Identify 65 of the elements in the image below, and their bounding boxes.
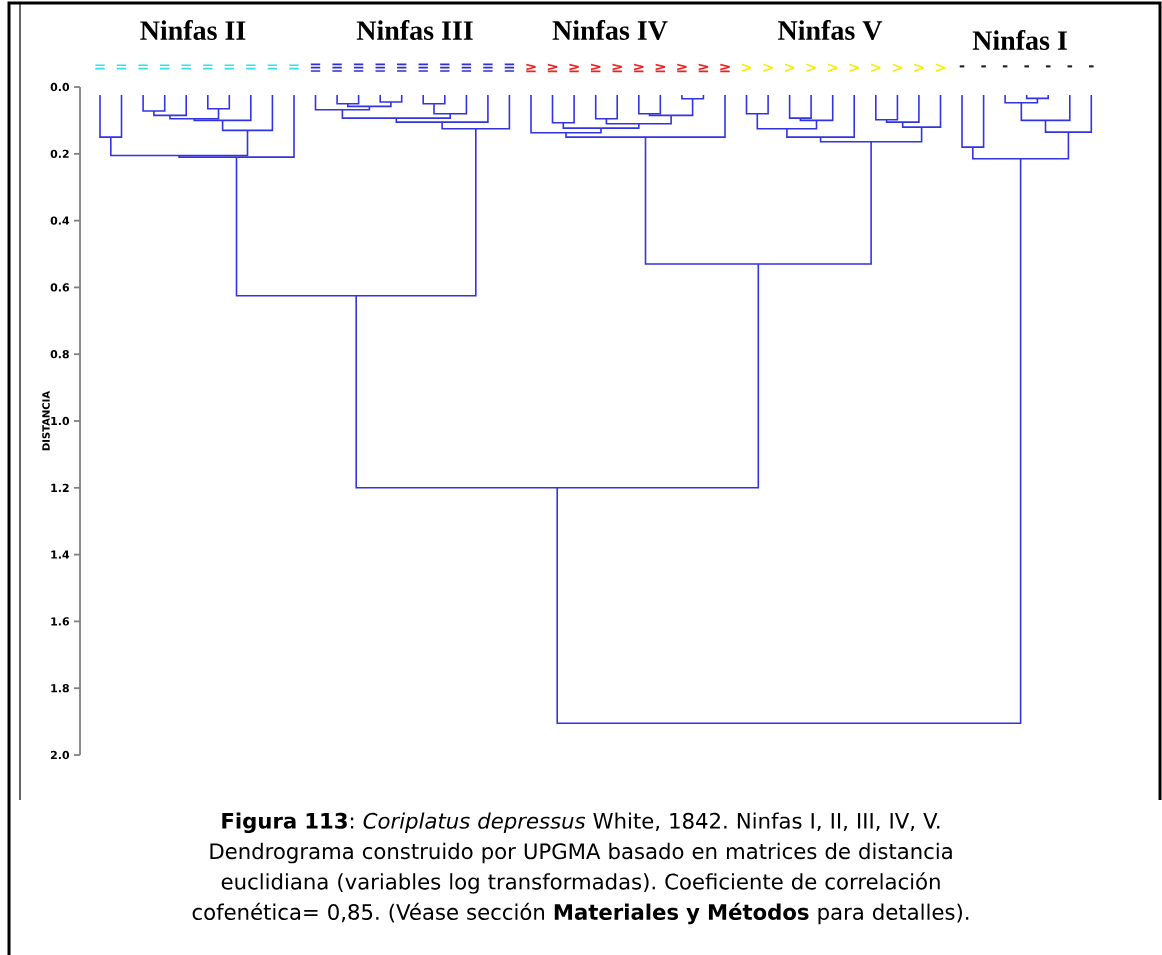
- leaf-symbol: ≡: [310, 63, 321, 72]
- leaf-symbol: =: [224, 64, 234, 70]
- leaf-symbol: >: [935, 63, 946, 73]
- leaf-symbol: ≥: [569, 63, 579, 73]
- leaf-symbol: >: [806, 63, 816, 73]
- leaf-symbol: =: [95, 64, 105, 70]
- axis-title: DISTANCIA: [42, 390, 50, 451]
- leaf-symbol: -: [1002, 65, 1008, 68]
- leaf-symbol: -: [959, 65, 965, 68]
- tick-label: 2.0: [51, 750, 70, 760]
- leaf-symbol: =: [116, 64, 127, 70]
- tick-label: 1.8: [51, 684, 69, 693]
- leaf-symbol: -: [981, 65, 986, 68]
- group-heading: Ninfas IV: [552, 19, 668, 41]
- leaf-symbol: >: [763, 63, 773, 73]
- group-heading: Ninfas II: [140, 20, 246, 40]
- figure-caption: Figura 113: Coriplatus depressus White, 1842. Ninfas I, II, III, IV, V. Dendrograma construido por UPGMA basado en matrices de distancia euclidiana (variables log transformadas). Coeficiente de correlación cofenética= 0,85. (Véase sección Materiales y Métodos para detalles).: [192, 812, 969, 925]
- leaf-symbol: =: [181, 64, 191, 70]
- leaf-symbol: ≥: [526, 63, 536, 73]
- tick-label: 0.2: [50, 149, 69, 158]
- leaf-symbol: =: [203, 64, 213, 70]
- tick-label: 0.4: [50, 216, 70, 225]
- leaf-symbol: >: [741, 63, 752, 73]
- leaf-symbol: =: [289, 64, 299, 70]
- leaf-symbol: >: [784, 63, 795, 73]
- leaf-symbol: ≡: [397, 63, 407, 72]
- leaf-symbol: ≡: [504, 63, 515, 72]
- leaf-symbol: ≥: [591, 63, 601, 73]
- leaf-symbol: -: [1067, 65, 1073, 68]
- tick-label: 1.0: [51, 416, 70, 426]
- leaf-symbol: ≥: [634, 63, 644, 73]
- leaf-symbol: ≡: [375, 63, 385, 72]
- leaf-symbol: >: [892, 63, 903, 73]
- leaf-symbol: >: [871, 63, 881, 73]
- tick-label: 0.8: [50, 350, 69, 359]
- leaf-symbol: >: [914, 63, 924, 73]
- tick-label: 1.6: [51, 617, 69, 626]
- leaf-symbol: >: [828, 63, 838, 73]
- leaf-symbol: ≡: [332, 63, 342, 72]
- leaf-symbol: -: [1045, 65, 1051, 68]
- leaf-symbol: ≥: [698, 63, 709, 73]
- leaf-symbol: ≡: [440, 63, 450, 72]
- tick-label: 1.2: [51, 483, 69, 492]
- group-heading: Ninfas V: [778, 19, 883, 41]
- leaf-symbol: ≡: [353, 63, 364, 72]
- leaf-symbol: ≥: [720, 63, 730, 73]
- tick-label: 0.6: [50, 283, 69, 292]
- leaf-symbol: -: [1089, 65, 1094, 68]
- leaf-symbol: ≥: [547, 63, 558, 73]
- tick-label: 0.0: [50, 82, 70, 92]
- leaf-symbol: ≡: [483, 63, 493, 72]
- leaf-symbol: =: [267, 64, 278, 70]
- group-heading: Ninfas I: [972, 30, 1067, 50]
- tick-label: 1.4: [51, 550, 70, 559]
- leaf-symbol: ≥: [612, 63, 622, 73]
- leaf-symbol: >: [849, 63, 859, 73]
- leaf-symbol: -: [1024, 65, 1029, 68]
- leaf-symbol: ≡: [418, 63, 428, 72]
- leaf-symbol: =: [138, 64, 148, 70]
- leaf-symbol: ≥: [677, 63, 687, 73]
- leaf-symbol: =: [160, 64, 170, 70]
- leaf-symbol: =: [246, 64, 256, 70]
- leaf-symbol: ≥: [655, 63, 665, 73]
- leaf-symbol: ≡: [461, 63, 472, 72]
- group-heading: Ninfas III: [356, 20, 473, 40]
